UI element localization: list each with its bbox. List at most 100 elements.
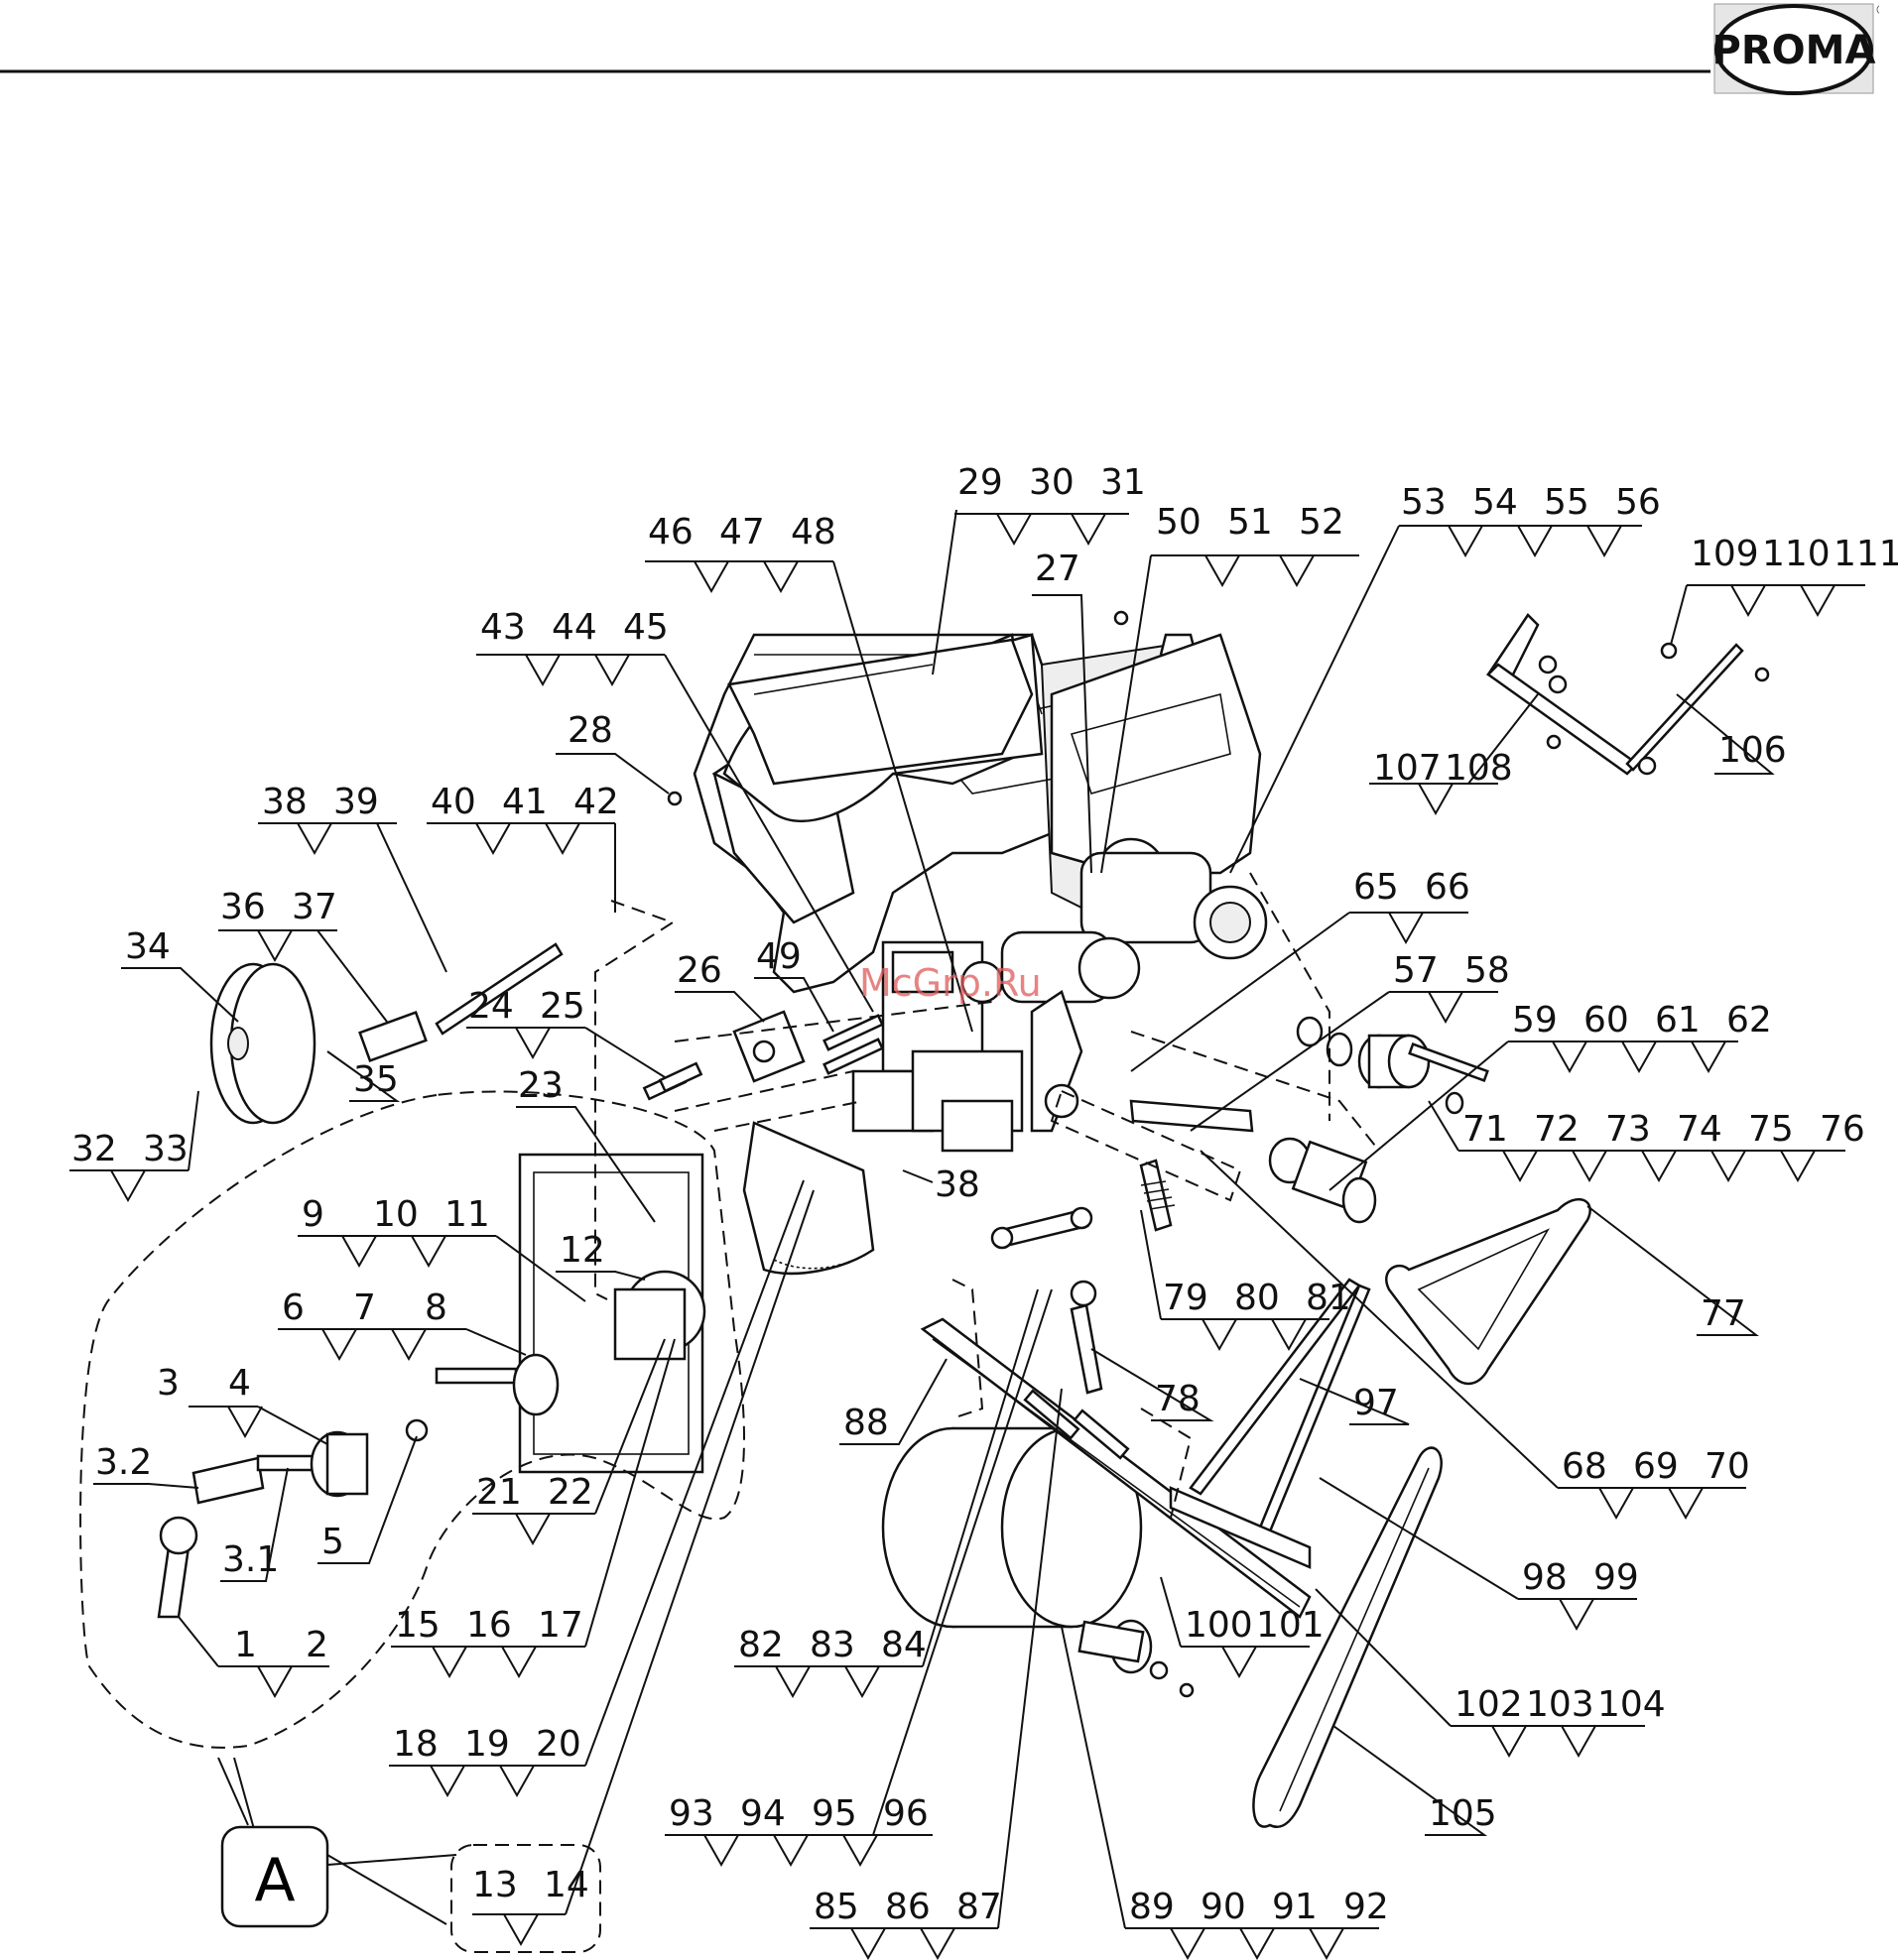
callout-number: 51 <box>1227 502 1273 543</box>
callout-number: 111 <box>1834 534 1898 574</box>
callout-number: 85 <box>814 1887 859 1927</box>
callout-number: 78 <box>1155 1379 1201 1419</box>
callout-number: 93 <box>669 1793 714 1834</box>
handle-assembly <box>157 1353 560 1619</box>
callout-number: 11 <box>444 1194 490 1235</box>
callout-number: 106 <box>1718 730 1787 771</box>
callout-number: 55 <box>1544 482 1589 523</box>
callout-number: 91 <box>1272 1887 1318 1927</box>
shaft-guide-line <box>594 900 676 1300</box>
callout-number: 25 <box>540 986 585 1027</box>
callout-number: 15 <box>395 1605 441 1646</box>
callout-number: 3 <box>157 1363 180 1404</box>
callout-number: 10 <box>373 1194 419 1235</box>
callout-number: 88 <box>843 1403 889 1443</box>
callout-number: 9 <box>302 1194 324 1235</box>
callout-number: 17 <box>538 1605 583 1646</box>
callout-number: 92 <box>1343 1887 1389 1927</box>
callout-number: 59 <box>1512 1000 1558 1041</box>
callout-number: 2 <box>306 1625 328 1665</box>
brand-logo: PROMA ® <box>1710 0 1879 97</box>
callout-number: 75 <box>1748 1109 1794 1150</box>
callout-number: 105 <box>1429 1793 1497 1834</box>
watermark-text: McGrp.Ru <box>859 961 1042 1005</box>
callout-number: 69 <box>1633 1446 1679 1487</box>
callout-number: 44 <box>552 607 597 648</box>
lever-arms <box>990 1099 1254 1395</box>
callout-number: 4 <box>228 1363 251 1404</box>
callout-number: 28 <box>568 710 613 751</box>
callout-number: 29 <box>957 462 1003 503</box>
callout-number: 84 <box>881 1625 927 1665</box>
callout-number: 57 <box>1393 950 1439 991</box>
callout-number: 98 <box>1522 1557 1568 1598</box>
callout-number: 101 <box>1256 1605 1325 1646</box>
angle-scale <box>742 1121 875 1276</box>
callout-number: 97 <box>1353 1383 1399 1423</box>
callout-number: 38 <box>935 1164 980 1205</box>
callout-number: 7 <box>353 1287 376 1328</box>
callout-number: 54 <box>1472 482 1518 523</box>
handwheel <box>209 962 316 1125</box>
callout-number: 95 <box>812 1793 857 1834</box>
callout-number: 22 <box>548 1472 593 1513</box>
top-cover <box>727 638 1034 786</box>
callout-number: 45 <box>623 607 669 648</box>
callout-number: 74 <box>1677 1109 1722 1150</box>
callout-number: 14 <box>544 1865 589 1905</box>
callout-number: 35 <box>353 1059 399 1100</box>
callout-number: 76 <box>1820 1109 1865 1150</box>
callout-number: 8 <box>425 1287 447 1328</box>
callout-number: 24 <box>468 986 514 1027</box>
callout-number: 99 <box>1593 1557 1639 1598</box>
callout-number: 1 <box>234 1625 257 1665</box>
callout-number: 82 <box>738 1625 784 1665</box>
callout-number: 30 <box>1029 462 1075 503</box>
callout-number: 34 <box>125 926 171 967</box>
callout-number: 109 <box>1691 534 1759 574</box>
guide-line-8 <box>1130 1031 1380 1152</box>
callout-number: 40 <box>431 782 476 822</box>
callout-number: 86 <box>885 1887 931 1927</box>
assembly-tag-box <box>220 1825 329 1928</box>
callout-number: 48 <box>791 512 836 552</box>
bracket-26 <box>732 1010 806 1083</box>
registered-mark: ® <box>1875 3 1879 17</box>
callout-number: 33 <box>143 1129 189 1169</box>
callout-number: 43 <box>480 607 526 648</box>
callout-number: 60 <box>1583 1000 1629 1041</box>
callout-number: 90 <box>1201 1887 1246 1927</box>
support-bracket <box>1486 613 1770 776</box>
callout-number: 100 <box>1185 1605 1253 1646</box>
callout-number: 23 <box>518 1065 564 1106</box>
callout-number: 66 <box>1425 867 1470 908</box>
callout-number: 77 <box>1701 1293 1746 1334</box>
belt-frame <box>1169 1278 1371 1569</box>
callout-number: 21 <box>476 1472 522 1513</box>
callout-number: 16 <box>466 1605 512 1646</box>
callout-number: 96 <box>883 1793 929 1834</box>
parts-13-14-boundary <box>450 1844 601 1953</box>
callout-number: 56 <box>1615 482 1661 523</box>
bolts <box>642 610 1129 1101</box>
callout-number: 94 <box>740 1793 786 1834</box>
callout-number: 107 <box>1373 748 1442 789</box>
shaft <box>358 942 564 1062</box>
callout-number: 53 <box>1401 482 1447 523</box>
callout-number: 68 <box>1562 1446 1607 1487</box>
callout-number: 32 <box>71 1129 117 1169</box>
callout-number: 36 <box>220 887 266 927</box>
assembly-tag: A <box>254 1846 295 1915</box>
callout-number: 19 <box>464 1724 510 1765</box>
assembly-a-boundary <box>79 1090 745 1749</box>
callout-number: 108 <box>1445 748 1513 789</box>
callout-number: 103 <box>1526 1684 1594 1725</box>
drive-belt <box>1252 1446 1443 1829</box>
callout-number: 39 <box>333 782 379 822</box>
callout-number: 13 <box>472 1865 518 1905</box>
callout-number: 70 <box>1705 1446 1750 1487</box>
callout-number: 41 <box>502 782 548 822</box>
callout-number: 71 <box>1462 1109 1508 1150</box>
